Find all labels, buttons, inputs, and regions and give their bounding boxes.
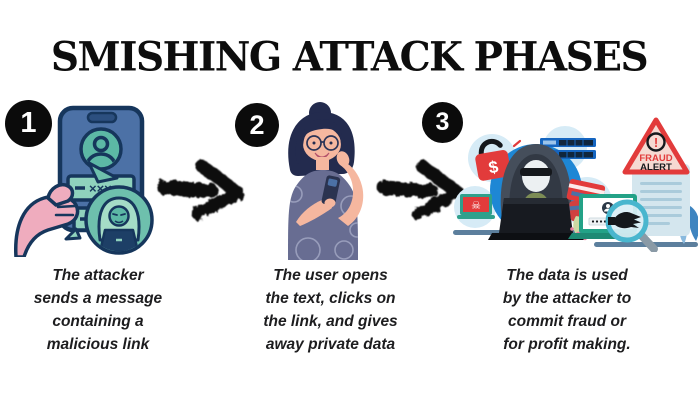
phase-2-badge: 2 [235,103,279,147]
phase-3-illustration: $ ☠ [453,117,698,252]
dollar-symbol: $ [487,157,500,177]
phase-3-description: The data is used by the attacker to comm… [502,267,632,353]
hacker-laptop-icon [488,198,584,240]
phase-1-illustration: ××× ×× [14,105,154,257]
exclamation-symbol: ! [654,135,658,150]
phase-1-badge: 1 [5,100,52,147]
fraud-label: FRAUD [639,153,672,164]
leaf-icon [688,206,698,241]
glasses-icon [306,135,339,151]
hand-icon [14,183,80,257]
phase-3-badge: 3 [422,102,463,143]
broken-padlock-icon: $ [475,139,525,181]
phase-1-number: 1 [20,107,37,139]
claw-hand-icon [608,217,615,225]
phase-2-illustration [288,102,364,260]
alert-label: ALERT [640,162,672,173]
phase-1-description: The attacker sends a message containing … [33,267,163,353]
arrow-right-icon [157,159,245,221]
attacker-avatar-icon [84,161,154,255]
skull-symbol: ☠ [471,199,481,212]
magnifier-claw-icon [605,199,658,252]
arrow-right-icon [377,159,465,221]
user-phone-icon [321,175,341,206]
phase-2-description: The user opens the text, clicks on the l… [263,267,398,353]
user-person-icon [288,102,364,260]
fraud-alert-icon: ! FRAUD ALERT [622,117,690,175]
skull-laptop-icon: ☠ [457,194,495,219]
page-title: SMISHING ATTACK PHASES [50,33,649,81]
contact-avatar-icon [79,127,123,171]
phase-3-number: 3 [435,108,450,136]
phase-2-number: 2 [249,109,265,140]
